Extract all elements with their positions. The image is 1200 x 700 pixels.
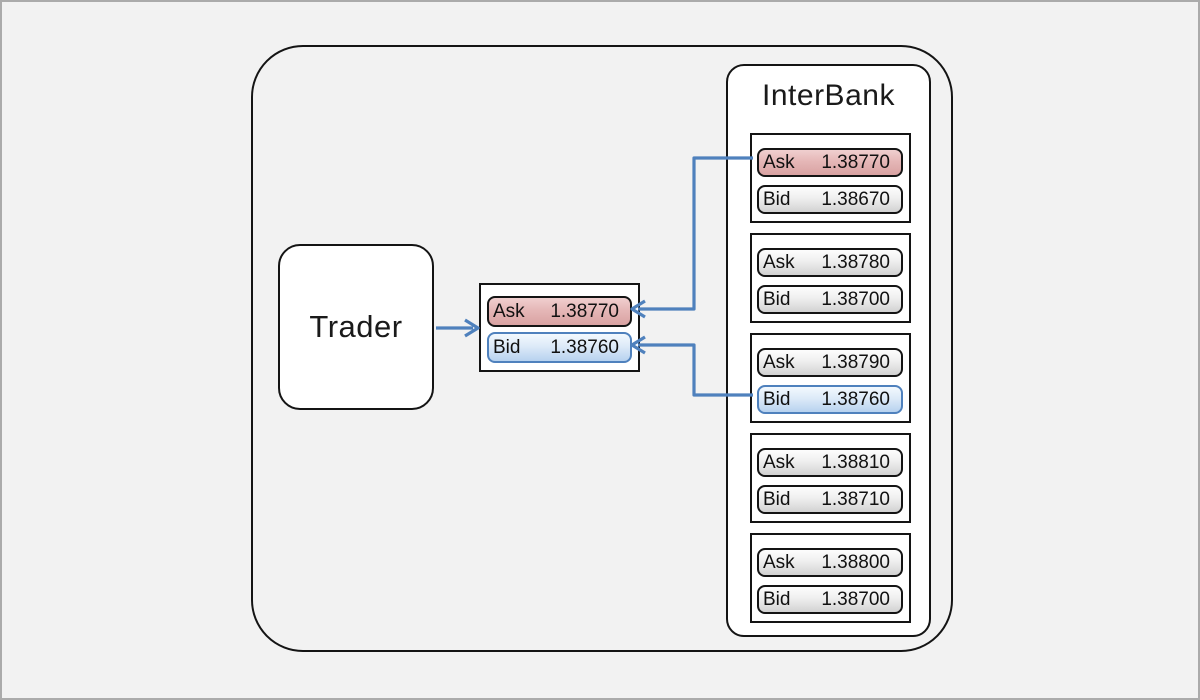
chip-value: 1.38700 [821, 288, 890, 310]
interbank-group-4: Ask 1.38810 Bid 1.38710 [750, 433, 911, 523]
chip-label: Ask [763, 251, 795, 273]
interbank-group-5: Ask 1.38800 Bid 1.38700 [750, 533, 911, 623]
interbank-group-1: Ask 1.38770 Bid 1.38670 [750, 133, 911, 223]
chip-label: Bid [763, 388, 791, 410]
group5-bid-chip: Bid 1.38700 [757, 585, 903, 614]
chip-value: 1.38710 [821, 488, 890, 510]
group2-ask-chip: Ask 1.38780 [757, 248, 903, 277]
trader-label: Trader [309, 309, 403, 344]
chip-value: 1.38700 [821, 588, 890, 610]
chip-value: 1.38780 [821, 251, 890, 273]
quote-bid-chip: Bid 1.38760 [487, 332, 632, 363]
chip-label: Ask [763, 551, 795, 573]
trader-quote-box: Ask 1.38770 Bid 1.38760 [479, 283, 640, 372]
quote-ask-value: 1.38770 [550, 300, 619, 322]
group1-bid-chip: Bid 1.38670 [757, 185, 903, 214]
interbank-panel: InterBank Ask 1.38770 Bid 1.38670 Ask 1.… [726, 64, 931, 637]
interbank-group-2: Ask 1.38780 Bid 1.38700 [750, 233, 911, 323]
interbank-title: InterBank [762, 79, 895, 112]
group4-ask-chip: Ask 1.38810 [757, 448, 903, 477]
group1-ask-chip: Ask 1.38770 [757, 148, 903, 177]
chip-label: Bid [763, 588, 791, 610]
chip-value: 1.38670 [821, 188, 890, 210]
quote-bid-value: 1.38760 [550, 336, 619, 358]
trader-node: Trader [278, 244, 434, 410]
chip-value: 1.38810 [821, 451, 890, 473]
group2-bid-chip: Bid 1.38700 [757, 285, 903, 314]
chip-label: Bid [763, 188, 791, 210]
chip-label: Bid [763, 288, 791, 310]
chip-label: Ask [763, 351, 795, 373]
quote-ask-chip: Ask 1.38770 [487, 296, 632, 327]
chip-value: 1.38760 [821, 388, 890, 410]
chip-value: 1.38800 [821, 551, 890, 573]
chip-label: Ask [763, 151, 795, 173]
group3-ask-chip: Ask 1.38790 [757, 348, 903, 377]
quote-ask-label: Ask [493, 300, 525, 322]
quote-bid-label: Bid [493, 336, 521, 358]
chip-value: 1.38770 [821, 151, 890, 173]
group4-bid-chip: Bid 1.38710 [757, 485, 903, 514]
interbank-group-3: Ask 1.38790 Bid 1.38760 [750, 333, 911, 423]
chip-label: Ask [763, 451, 795, 473]
group5-ask-chip: Ask 1.38800 [757, 548, 903, 577]
chip-value: 1.38790 [821, 351, 890, 373]
group3-bid-chip: Bid 1.38760 [757, 385, 903, 414]
chip-label: Bid [763, 488, 791, 510]
